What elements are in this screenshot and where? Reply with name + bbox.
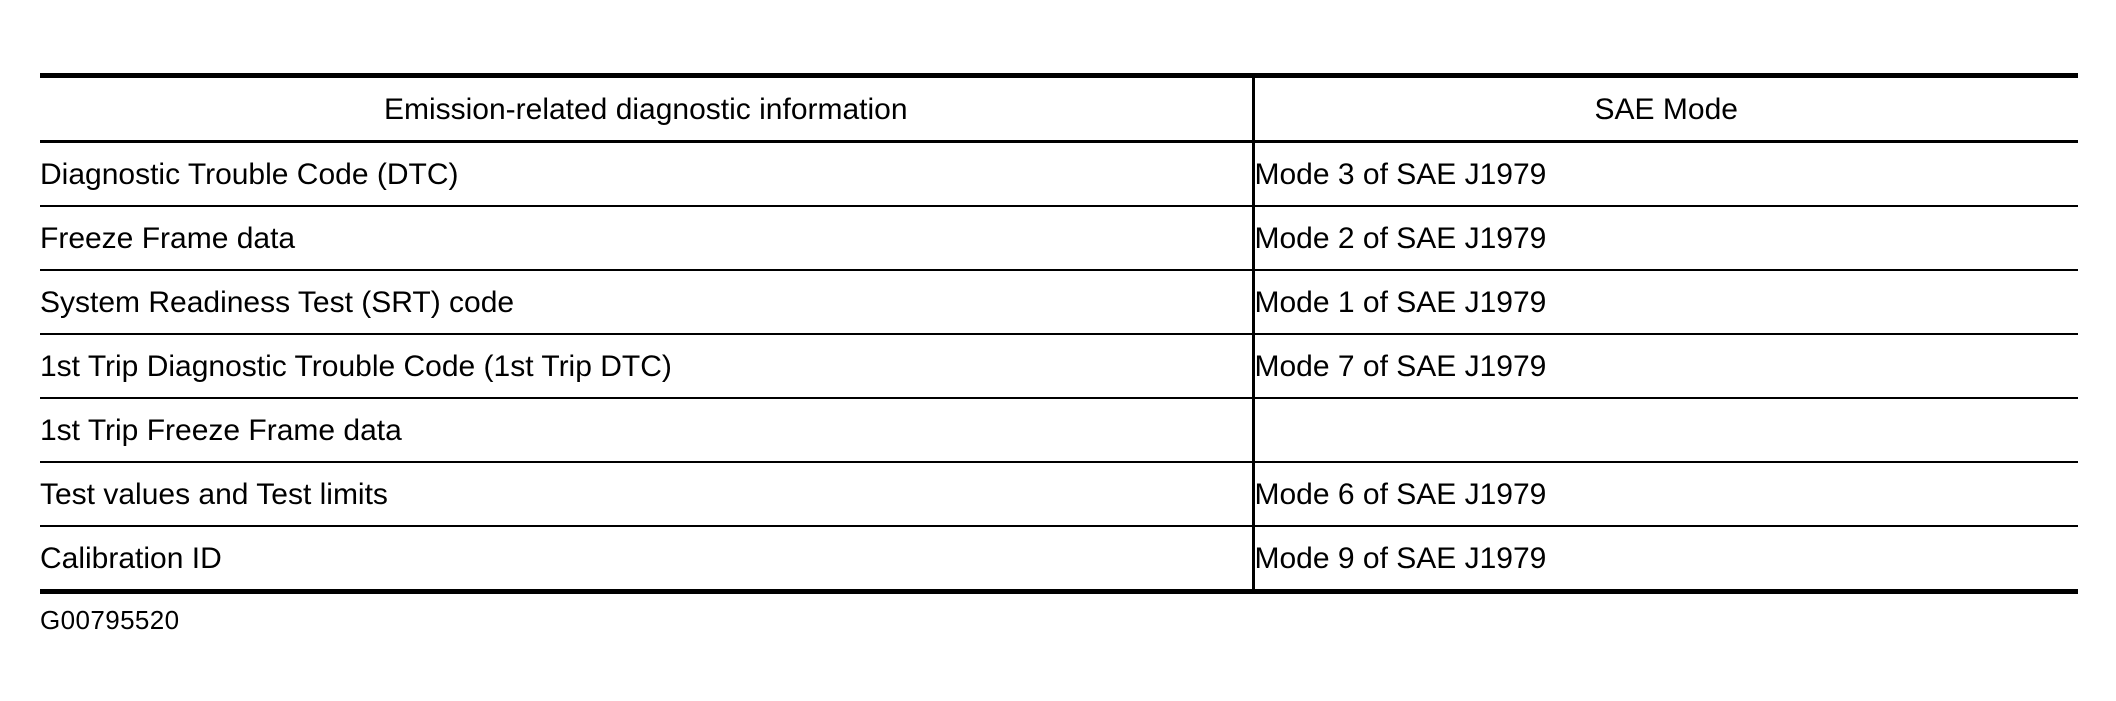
figure-id-caption: G00795520 bbox=[40, 605, 180, 635]
cell-emission-info: 1st Trip Diagnostic Trouble Code (1st Tr… bbox=[40, 334, 1253, 399]
cell-sae-mode: Mode 9 of SAE J1979 bbox=[1251, 526, 2078, 592]
table-row: Calibration ID Mode 9 of SAE J1979 bbox=[40, 526, 2078, 592]
cell-sae-mode: Mode 2 of SAE J1979 bbox=[1251, 206, 2078, 271]
cell-sae-mode: Mode 3 of SAE J1979 bbox=[1251, 141, 2078, 207]
emission-diagnostic-table: Emission-related diagnostic information … bbox=[40, 73, 2078, 594]
table-row: 1st Trip Diagnostic Trouble Code (1st Tr… bbox=[40, 334, 2078, 399]
cell-emission-info: System Readiness Test (SRT) code bbox=[40, 270, 1253, 335]
cell-emission-info: Test values and Test limits bbox=[40, 462, 1253, 527]
table-row: System Readiness Test (SRT) code Mode 1 … bbox=[40, 270, 2078, 335]
table-row: Diagnostic Trouble Code (DTC) Mode 3 of … bbox=[40, 141, 2078, 207]
cell-emission-info: Calibration ID bbox=[40, 541, 222, 575]
table-row: Freeze Frame data Mode 2 of SAE J1979 bbox=[40, 206, 2078, 271]
table-row: 1st Trip Freeze Frame data bbox=[40, 398, 2078, 463]
cell-sae-mode: Mode 1 of SAE J1979 bbox=[1251, 270, 2078, 335]
column-header-emission-info: Emission-related diagnostic information bbox=[40, 75, 1253, 143]
cell-emission-info: Diagnostic Trouble Code (DTC) bbox=[40, 141, 1253, 207]
table-body: Diagnostic Trouble Code (DTC) Mode 3 of … bbox=[40, 141, 2078, 592]
table-header: Emission-related diagnostic information … bbox=[40, 75, 2078, 143]
cell-emission-info: 1st Trip Freeze Frame data bbox=[40, 398, 1253, 463]
table-header-row: Emission-related diagnostic information … bbox=[40, 75, 2078, 143]
cell-sae-mode bbox=[1251, 398, 2078, 463]
cell-emission-info: Freeze Frame data bbox=[40, 206, 1253, 271]
cell-sae-mode: Mode 7 of SAE J1979 bbox=[1251, 334, 2078, 399]
table-row: Test values and Test limits Mode 6 of SA… bbox=[40, 462, 2078, 527]
cell-sae-mode: Mode 6 of SAE J1979 bbox=[1251, 462, 2078, 527]
column-header-sae-mode: SAE Mode bbox=[1251, 75, 2078, 143]
